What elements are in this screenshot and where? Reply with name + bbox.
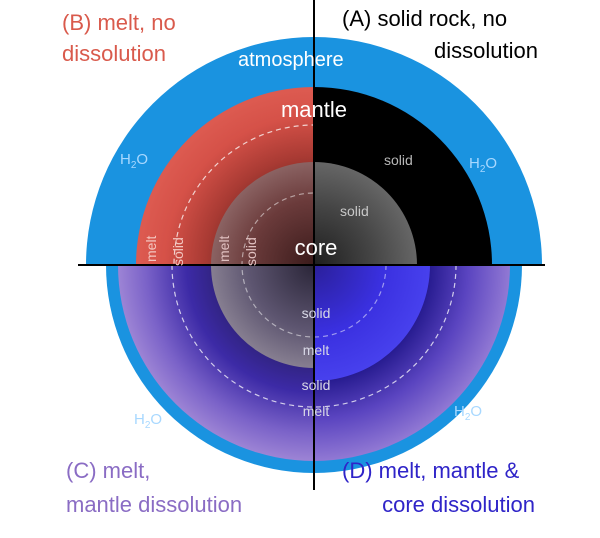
core-layer-c xyxy=(211,265,314,368)
quadrant-d xyxy=(314,265,522,473)
core-layer-d xyxy=(314,265,430,381)
scenario-d-label-line2: core dissolution xyxy=(382,492,535,517)
core-layer-a xyxy=(314,162,417,265)
phase-solid-core-d: solid xyxy=(302,305,331,321)
h2o-label-a: H2O xyxy=(469,155,497,175)
phase-solid-core-b-group: solid xyxy=(243,237,259,266)
phase-solid-mantle-b-group: solid xyxy=(170,237,186,266)
h2o-label-b: H2O xyxy=(120,151,148,171)
h2o-label-d: H2O xyxy=(454,403,482,423)
scenario-b-label-line2: dissolution xyxy=(62,41,166,66)
phase-solid-core-a: solid xyxy=(340,203,369,219)
phase-melt-mantle-b: melt xyxy=(143,235,159,262)
phase-melt-core-b-group: melt xyxy=(216,235,232,262)
scenario-c-label-line1: (C) melt, xyxy=(66,458,150,483)
phase-solid-mantle-b: solid xyxy=(170,237,186,266)
phase-solid-mantle-d: solid xyxy=(302,377,331,393)
quadrant-b xyxy=(86,37,314,265)
mantle-label: mantle xyxy=(281,97,347,122)
phase-melt-core-b: melt xyxy=(216,235,232,262)
scenario-a-label-line1: (A) solid rock, no xyxy=(342,6,507,31)
phase-solid-mantle-a: solid xyxy=(384,152,413,168)
phase-melt-mantle-d: melt xyxy=(303,403,330,419)
quadrant-c xyxy=(106,265,314,473)
core-layer-b xyxy=(211,162,314,265)
scenario-a-label-line2: dissolution xyxy=(434,38,538,63)
phase-solid-core-b: solid xyxy=(243,237,259,266)
h2o-label-c: H2O xyxy=(134,411,162,431)
scenario-b-label-line1: (B) melt, no xyxy=(62,10,176,35)
phase-melt-core-d: melt xyxy=(303,342,330,358)
scenario-c-label-line2: mantle dissolution xyxy=(66,492,242,517)
scenario-d-label-line1: (D) melt, mantle & xyxy=(342,458,520,483)
core-label: core xyxy=(295,235,338,260)
quadrant-a xyxy=(314,37,542,265)
atmosphere-label: atmosphere xyxy=(238,49,344,71)
phase-melt-mantle-b-group: melt xyxy=(143,235,159,262)
